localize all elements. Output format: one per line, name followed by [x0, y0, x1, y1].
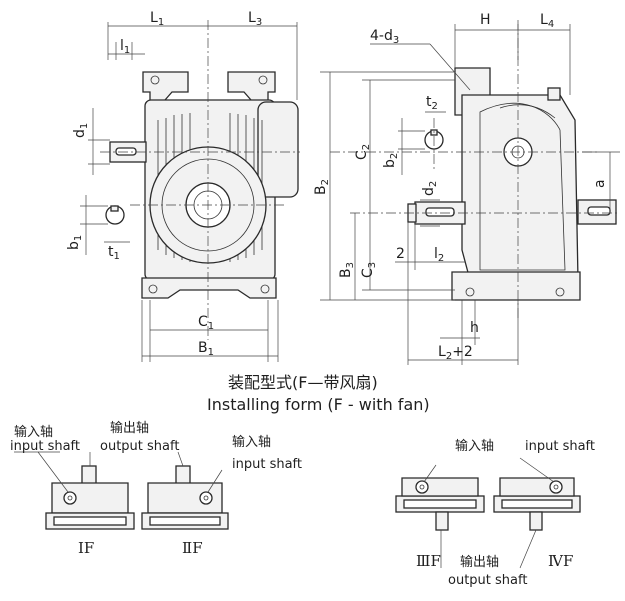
form-IVF-label: ⅣF [548, 552, 573, 570]
dim-l1: l1 [120, 38, 130, 56]
IIF-input-en: input shaft [232, 457, 302, 472]
form-IVF [493, 457, 581, 569]
caption-en: Installing form (F - with fan) [207, 395, 430, 414]
IIF-input-zh: 输入轴 [232, 434, 271, 450]
dim-C1: C1 [198, 314, 214, 332]
dim-H: H [480, 12, 491, 28]
dim-t1: t1 [108, 244, 120, 262]
dim-h: h [470, 320, 479, 336]
IIIF-IVF-output-zh: 输出轴 [460, 554, 499, 570]
dim-d2: d2 [421, 181, 439, 196]
dim-C3: C3 [360, 262, 378, 278]
dim-L3: L3 [248, 10, 262, 28]
IIF-output-zh: 输出轴 [110, 420, 149, 436]
dim-L4: L4 [540, 12, 554, 30]
dim-4-d3: 4-d3 [370, 28, 399, 46]
form-IF [14, 451, 135, 530]
dim-B1: B1 [198, 340, 214, 358]
dim-L2-plus-2: L2+2 [438, 344, 473, 362]
dim-2: 2 [396, 246, 405, 262]
front-view [80, 20, 300, 362]
form-IIF [141, 451, 229, 530]
dim-b2: b2 [382, 153, 400, 168]
dim-l2: l2 [434, 246, 444, 264]
caption-zh: 装配型式(F—带风扇) [228, 373, 378, 392]
form-IIIF [395, 464, 485, 568]
form-IIIF-label: ⅢF [416, 552, 441, 570]
IIIF-IVF-output-en: output shaft [448, 573, 527, 588]
IIIF-IVF-input-en: input shaft [525, 439, 595, 454]
dim-d1: d1 [72, 123, 90, 138]
IIF-output-en: output shaft [100, 439, 179, 454]
IF-input-zh: 输入轴 [14, 424, 53, 440]
IF-input-en: input shaft [10, 439, 80, 454]
form-IIF-label: ⅡF [182, 539, 203, 557]
dim-L1: L1 [150, 10, 164, 28]
dim-a: a [592, 179, 608, 188]
form-IF-label: ⅠF [78, 539, 94, 557]
dim-B3: B3 [338, 262, 356, 278]
side-view [320, 20, 620, 365]
dim-b1: b1 [66, 235, 84, 250]
dim-t2: t2 [426, 94, 438, 112]
dim-C2: C2 [354, 144, 372, 160]
IIIF-IVF-input-zh: 输入轴 [455, 438, 494, 454]
dim-B2: B2 [313, 179, 331, 195]
